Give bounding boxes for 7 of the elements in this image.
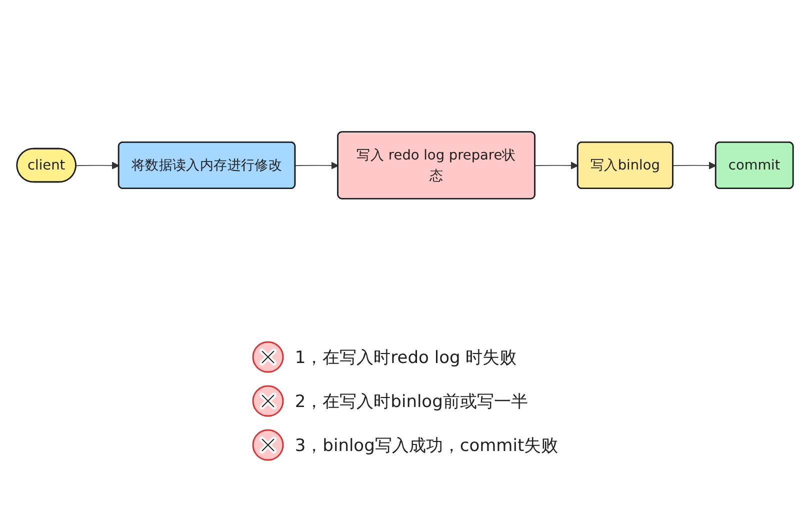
failure-note: 3，binlog写入成功，commit失败: [294, 434, 558, 456]
arrow: [75, 162, 119, 170]
arrow: [294, 162, 338, 170]
failure-note: 1，在写入时redo log 时失败: [294, 346, 517, 368]
arrow: [672, 162, 716, 170]
arrow: [534, 162, 578, 170]
failure-note: 2，在写入时binlog前或写一半: [294, 390, 528, 412]
